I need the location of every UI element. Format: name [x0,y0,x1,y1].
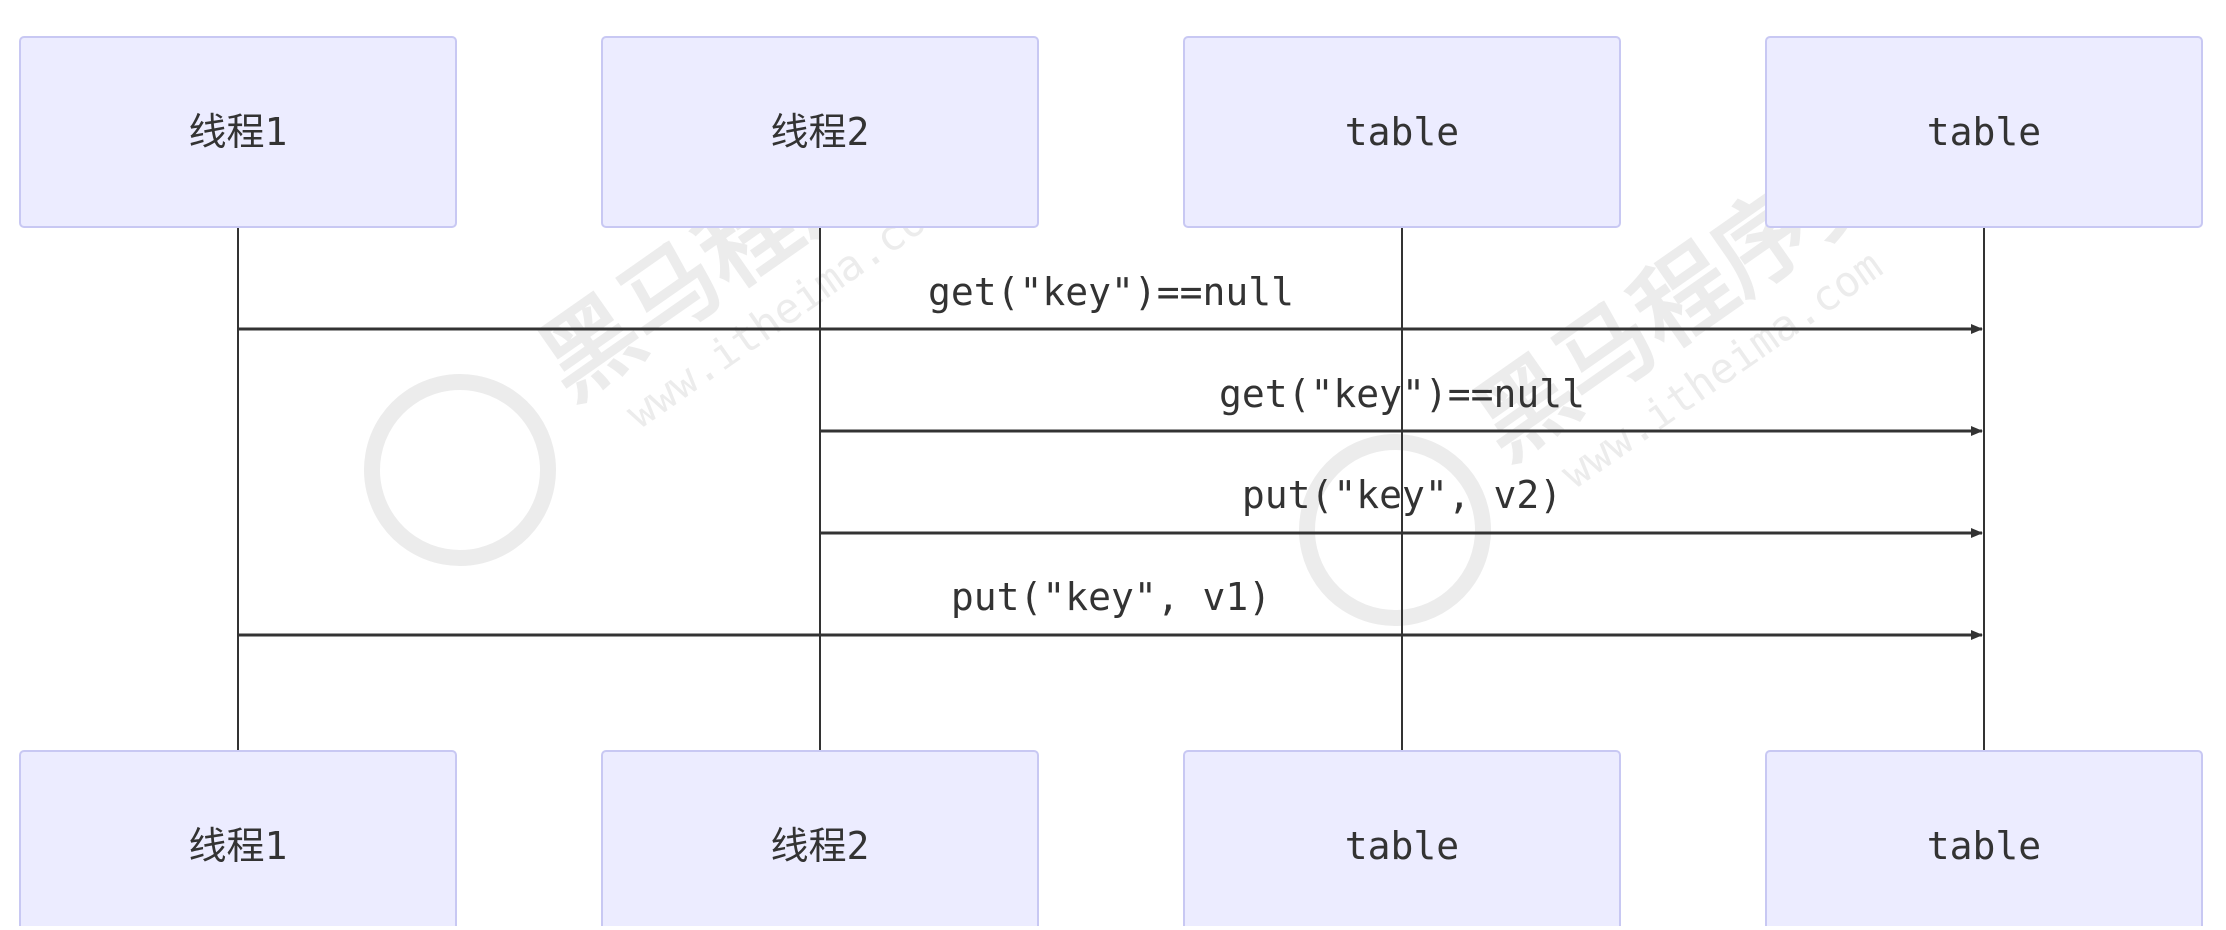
participant-rect [19,36,457,228]
participant-box-top-3: table [1183,36,1621,228]
participant-box-bottom-4: table [1765,750,2203,930]
participant-label: 线程2 [771,110,870,154]
participant-label: table [1345,110,1459,154]
participant-box-top-2: 线程2 [601,36,1039,228]
participant-rect [1183,36,1621,228]
message-4: put("key", v1) [238,575,1983,640]
message-label: put("key", v1) [951,575,1271,619]
participant-label: 线程1 [189,824,288,868]
participant-box-bottom-1: 线程1 [19,750,457,930]
message-label: get("key")==null [1219,372,1585,416]
participant-rect [19,750,457,930]
participant-rect [1765,36,2203,228]
participant-box-bottom-2: 线程2 [601,750,1039,930]
participant-rect [1765,750,2203,930]
participant-rect [601,36,1039,228]
participant-label: table [1345,824,1459,868]
participant-rect [1183,750,1621,930]
participant-box-bottom-3: table [1183,750,1621,930]
message-2: get("key")==null [820,372,1983,436]
watermark-logo-icon [1299,434,1491,626]
participant-rect [601,750,1039,930]
message-1: get("key")==null [238,270,1983,334]
participant-label: 线程2 [771,824,870,868]
message-3: put("key", v2) [820,473,1983,538]
message-label: get("key")==null [928,270,1294,314]
watermark-logo-icon [364,374,556,566]
participant-label: table [1927,824,2041,868]
participant-box-top-4: table [1765,36,2203,228]
participant-label: 线程1 [189,110,288,154]
participant-label: table [1927,110,2041,154]
watermarks: 黑马程序员 www.itheima.com 黑马程序员 www.itheima.… [364,54,1912,626]
participant-box-top-1: 线程1 [19,36,457,228]
message-label: put("key", v2) [1242,473,1562,517]
